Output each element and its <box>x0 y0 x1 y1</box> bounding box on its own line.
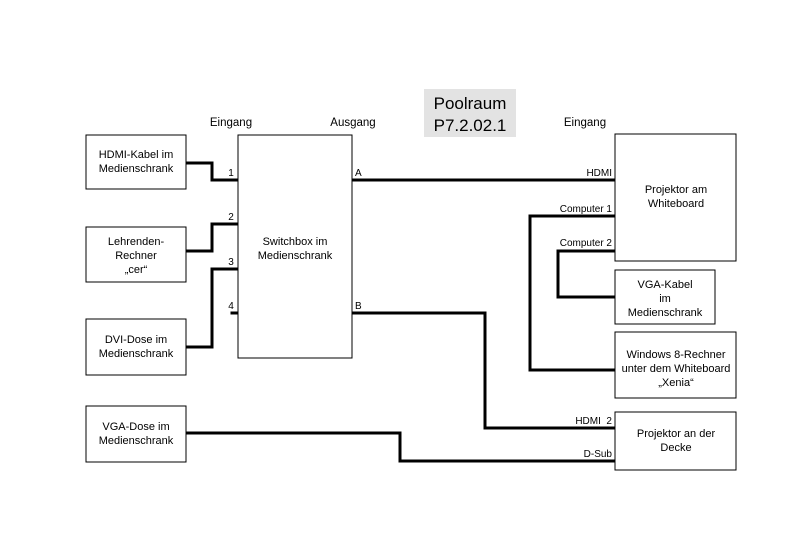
wire-dvi-dose-to-input-3 <box>184 267 240 349</box>
header-ausgang: Ausgang <box>330 117 375 129</box>
port-input-2: 2 <box>228 212 234 223</box>
wire-hdmi-kabel-to-input-1 <box>184 161 240 182</box>
box-projektor-wb-line-2: Whiteboard <box>648 198 704 210</box>
box-switchbox-line-2: Medienschrank <box>258 250 333 262</box>
box-hdmi-kabel-line-2: Medienschrank <box>99 163 174 175</box>
title-background <box>424 89 516 137</box>
box-windows-line-2: unter dem Whiteboard <box>622 363 731 375</box>
box-vga-kabel-line-1: VGA-Kabel <box>637 279 692 291</box>
box-windows-line-3: „Xenia“ <box>658 377 694 389</box>
port-input-1: 1 <box>228 168 234 179</box>
box-hdmi-kabel <box>85 134 187 190</box>
header-eingang-right: Eingang <box>564 117 606 129</box>
box-dvi-dose <box>85 318 187 376</box>
box-vga-dose <box>85 405 187 463</box>
title-line-1: Poolraum <box>434 94 507 113</box>
box-lehrenden-line-2: Rechner <box>115 250 157 262</box>
title-line-2: P7.2.02.1 <box>434 116 507 135</box>
port-input-3: 3 <box>228 257 234 268</box>
box-hdmi-kabel-line-1: HDMI-Kabel im <box>99 149 174 161</box>
box-vga-dose-line-1: VGA-Dose im <box>102 421 169 433</box>
box-switchbox-line-1: Switchbox im <box>263 236 328 248</box>
box-projektor-decke-line-2: Decke <box>660 442 691 454</box>
port-computer-2: Computer 2 <box>560 238 613 249</box>
box-windows-rechner <box>614 331 737 399</box>
box-projektor-decke <box>614 411 737 471</box>
wire-vga-kabel-to-computer2 <box>556 249 617 299</box>
port-computer-1: Computer 1 <box>560 204 613 215</box>
port-output-b: B <box>355 301 362 312</box>
box-projektor-wb-line-1: Projektor am <box>645 184 707 196</box>
box-lehrenden-rechner <box>85 226 187 283</box>
box-windows-line-1: Windows 8-Rechner <box>626 349 725 361</box>
wire-output-b-to-hdmi2 <box>350 311 617 430</box>
port-hdmi-2: HDMI 2 <box>575 416 612 427</box>
header-eingang-left: Eingang <box>210 117 252 129</box>
wire-windows-to-computer1 <box>528 214 617 372</box>
box-projektor-whiteboard <box>614 133 737 262</box>
box-lehrenden-line-1: Lehrenden- <box>108 236 165 248</box>
wire-lehrenden-to-input-2 <box>184 222 240 253</box>
box-vga-kabel-line-2: im <box>659 293 671 305</box>
box-vga-kabel-line-3: Medienschrank <box>628 307 703 319</box>
box-vga-dose-line-2: Medienschrank <box>99 435 174 447</box>
port-output-a: A <box>355 168 362 179</box>
box-dvi-dose-line-1: DVI-Dose im <box>105 334 167 346</box>
port-input-4: 4 <box>228 301 234 312</box>
wire-vga-dose-to-dsub <box>184 431 617 463</box>
box-vga-kabel <box>614 269 716 325</box>
box-dvi-dose-line-2: Medienschrank <box>99 348 174 360</box>
box-lehrenden-line-3: „cer“ <box>125 264 148 276</box>
box-projektor-decke-line-1: Projektor an der <box>637 428 716 440</box>
box-switchbox <box>237 134 353 359</box>
port-dsub: D-Sub <box>584 449 613 460</box>
port-hdmi: HDMI <box>586 168 612 179</box>
